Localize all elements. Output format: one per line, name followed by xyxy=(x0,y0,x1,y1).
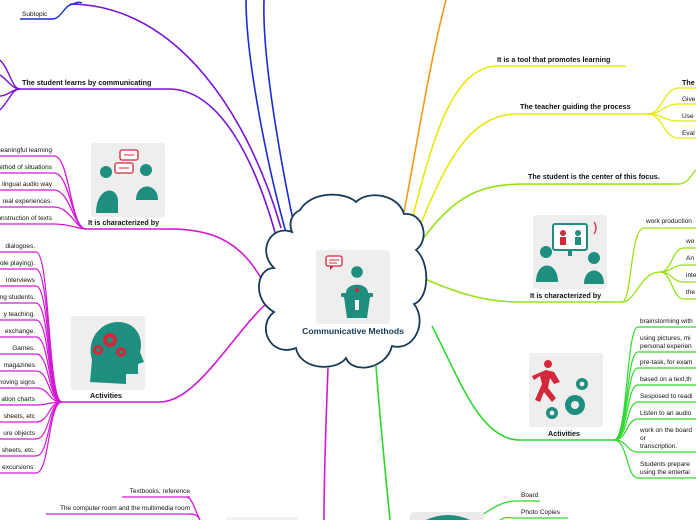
activities-left-item[interactable]: Games. xyxy=(12,345,35,352)
teacher-item[interactable]: Give xyxy=(682,96,696,103)
central-node[interactable] xyxy=(258,193,428,369)
connector-blue-1 xyxy=(263,0,297,235)
connector-orange xyxy=(403,0,447,213)
central-topic-title[interactable]: Communicative Methods xyxy=(302,326,404,336)
activities-right-item[interactable]: using pictures, mi xyxy=(640,335,691,342)
partial-image-bottom-left xyxy=(226,517,298,520)
runner-gears-icon xyxy=(529,353,603,427)
materials-item[interactable]: Photo Copies xyxy=(521,509,561,516)
characterized-right-item[interactable]: work production xyxy=(646,218,692,225)
characterized-left-item[interactable]: meaningful learning xyxy=(0,147,52,154)
learns-by-communicating-label[interactable]: The student learns by communicating xyxy=(22,78,152,87)
video-call-screen-icon xyxy=(533,215,607,289)
activities-right-item[interactable]: using the entertai xyxy=(640,469,690,476)
activities-left-connector xyxy=(35,401,63,474)
activities-left-item[interactable]: y teaching. xyxy=(3,311,35,318)
student-center-label[interactable]: The student is the center of this focus. xyxy=(528,172,660,181)
connector-lime-characterized xyxy=(417,275,521,303)
activities-right-item[interactable]: based on a text,th xyxy=(640,376,692,383)
activities-left-item[interactable]: moving signs xyxy=(0,379,35,386)
activities-right-item[interactable]: Listen to an audio xyxy=(640,410,692,417)
connector-yellow-teacher xyxy=(415,113,519,237)
connector-magenta-activities xyxy=(159,295,277,403)
connector-lime-focus xyxy=(417,183,529,247)
activities-left-item[interactable]: sheets, etc. xyxy=(1,447,35,454)
activities-right-connector xyxy=(613,439,639,453)
teacher-guiding-label[interactable]: The teacher guiding the process xyxy=(520,102,631,111)
connector-magenta-characterized xyxy=(163,228,263,281)
activities-right-item[interactable]: personal experien xyxy=(640,343,692,350)
characterized-left-title[interactable]: It is characterized by xyxy=(88,218,160,227)
activities-right-item[interactable]: brainstorming with xyxy=(640,318,693,325)
chat-bubbles-people-icon xyxy=(91,143,165,217)
activities-right-item[interactable]: transcription. xyxy=(640,443,678,450)
tool-promotes-learning-label[interactable]: It is a tool that promotes learning xyxy=(497,55,611,64)
activities-left-item[interactable]: magazines xyxy=(3,362,35,369)
characterized-left-item[interactable]: construction of texts xyxy=(0,215,52,222)
head-gears-icon xyxy=(71,316,145,390)
activities-left-connector xyxy=(35,401,63,440)
resources-item[interactable]: Textbooks, reference xyxy=(129,488,190,495)
connector-yellow-tool xyxy=(409,65,499,229)
teacher-item[interactable]: Use xyxy=(682,113,694,120)
characterized-right-item[interactable]: inte xyxy=(686,272,696,279)
subtopic-label[interactable]: Subtopic xyxy=(22,11,48,18)
resources-item[interactable]: The computer room and the multimedia roo… xyxy=(59,505,190,512)
characterized-left-item[interactable]: method of situations xyxy=(0,164,52,171)
activities-right-connector xyxy=(613,418,639,441)
activities-left-item[interactable]: Interviews xyxy=(5,277,35,284)
activities-left-item[interactable]: excursions: xyxy=(2,464,35,471)
activities-left-item[interactable]: exchange. xyxy=(5,328,35,335)
activities-left-item[interactable]: role playing). xyxy=(0,260,35,267)
activities-left-item[interactable]: dialogues. xyxy=(5,243,35,250)
activities-right-connector xyxy=(613,439,639,479)
teacher-item[interactable]: Eval xyxy=(682,130,695,137)
characterized-right-item[interactable]: the xyxy=(686,289,696,296)
connector-magenta-resources xyxy=(323,367,329,520)
activities-right-item[interactable]: Students prepare xyxy=(640,461,690,468)
characterized-right-item[interactable]: wo xyxy=(686,238,695,245)
activities-left-item[interactable]: ing students. xyxy=(0,294,35,301)
presenter-podium-icon xyxy=(325,255,373,318)
connector-purple-learns xyxy=(169,88,277,237)
connector-green-activities xyxy=(431,325,521,441)
characterized-left-item[interactable]: real experiences. xyxy=(2,198,53,205)
activities-right-item[interactable]: Sesposed to readi xyxy=(640,393,693,400)
activities-right-title[interactable]: Activities xyxy=(548,429,580,438)
activities-left-title[interactable]: Activities xyxy=(90,391,122,400)
teacher-item[interactable]: The xyxy=(682,78,695,87)
activities-right-item[interactable]: pre-task, for exam xyxy=(640,359,693,366)
characterized-right-title[interactable]: It is characterized by xyxy=(530,291,602,300)
characterized-right-item[interactable]: An xyxy=(686,255,694,262)
activities-left-item[interactable]: sheets, etc xyxy=(3,413,35,420)
connector-blue-2 xyxy=(245,0,288,237)
activities-left-connector xyxy=(35,285,63,403)
connector-green-materials xyxy=(375,365,391,520)
activities-left-item[interactable]: ation charts xyxy=(1,396,35,403)
activities-right-connector xyxy=(613,326,639,441)
activities-right-item[interactable]: or xyxy=(640,435,646,442)
activities-right-item[interactable]: work on the board xyxy=(640,427,693,434)
activities-left-connector xyxy=(35,370,63,403)
characterized-left-item[interactable]: lingual audio way xyxy=(2,181,52,188)
materials-item[interactable]: Board xyxy=(521,492,539,499)
connector-purple-subtopic xyxy=(69,3,282,229)
activities-left-connector xyxy=(35,401,63,457)
activities-left-item[interactable]: ure objects xyxy=(3,430,35,437)
